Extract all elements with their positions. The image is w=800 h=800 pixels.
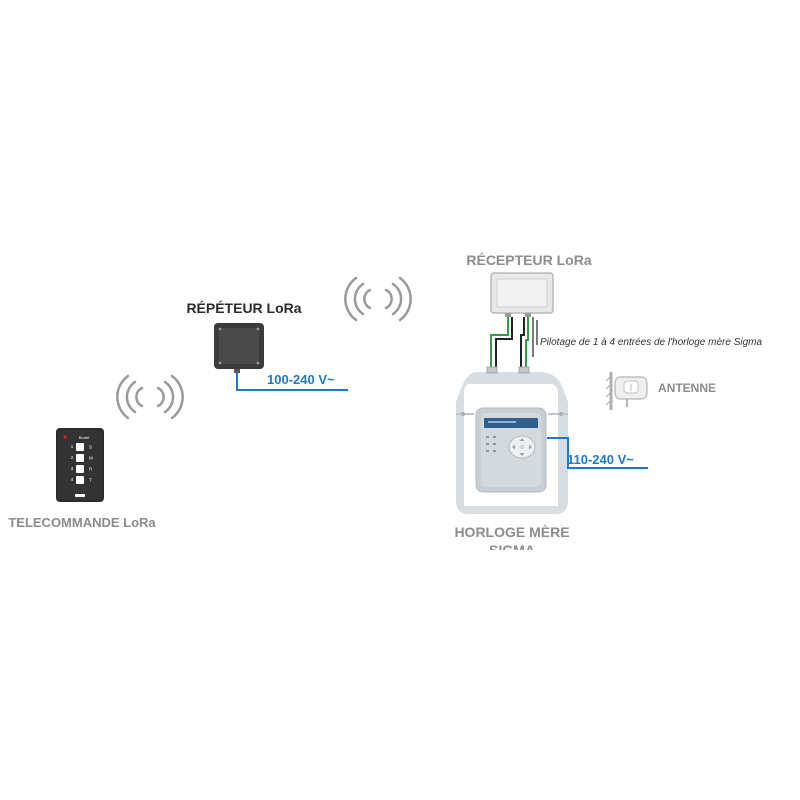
wireless-signal-icon-left [116,374,184,420]
receiver-device [490,272,554,317]
svg-text:S: S [89,445,92,450]
remote-button-1: 1 S [71,443,92,451]
mother-clock-device [456,366,568,514]
svg-text:2: 2 [71,455,74,460]
repeater-voltage-label: 100-240 V~ [267,372,335,387]
svg-text:4: 4 [71,477,74,482]
antenna-device [605,372,648,410]
pilotage-note: Pilotage de 1 à 4 entrées de l'horloge m… [540,337,762,348]
receiver-output-wires [490,317,529,370]
clock-voltage-label: 110-240 V~ [567,452,634,467]
svg-text:T: T [89,478,92,483]
remote-button-2: 2 M [71,454,93,462]
remote-control: Bodet 1 S 2 M 3 R 4 T [56,428,104,502]
antenna-label: ANTENNE [658,381,716,395]
remote-button-3: 3 R [71,465,93,473]
svg-text:M: M [89,456,93,461]
repeater-label: RÉPÉTEUR LoRa [186,300,301,316]
svg-text:3: 3 [71,466,74,471]
repeater-power-wire [236,373,348,391]
svg-text:R: R [89,467,93,472]
receiver-label: RÉCEPTEUR LoRa [466,252,591,268]
remote-label: TELECOMMANDE LoRa [8,515,156,530]
remote-led [63,435,67,439]
clock-power-wire [547,437,648,469]
wireless-signal-icon-right [344,276,412,322]
remote-button-4: 4 T [71,476,92,484]
remote-brand: Bodet [79,435,90,440]
clock-label-line1: HORLOGE MÈRE [454,524,569,540]
repeater-device [214,323,264,373]
label-crop-mask [470,550,560,562]
pilotage-pointer-lines [532,317,538,357]
svg-text:1: 1 [71,444,74,449]
